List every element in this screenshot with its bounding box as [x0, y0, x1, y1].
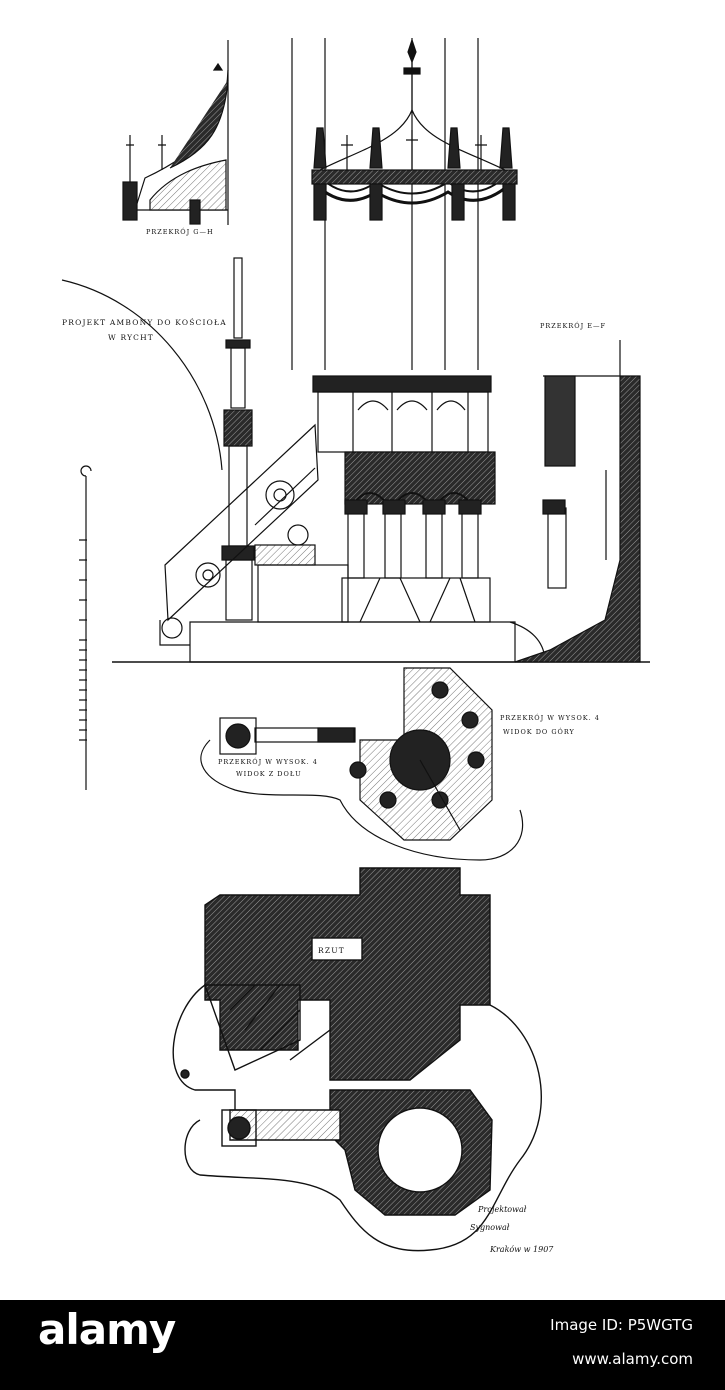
right-section-profile — [514, 340, 641, 663]
label-plan-top-right-2: WIDOK DO GÓRY — [503, 727, 575, 736]
image-id-label: Image ID: P5WGTG — [550, 1316, 693, 1334]
pulpit-elevation — [112, 257, 650, 663]
signature-line-3: Kraków w 1907 — [489, 1245, 554, 1254]
title-line-1: PROJEKT AMBONY DO KOŚCIOŁA — [62, 318, 227, 327]
label-right-section: PRZEKRÓJ E—F — [540, 321, 606, 330]
signature-line-1: Projektował — [477, 1205, 527, 1214]
label-rzut: RZUT — [318, 946, 345, 955]
church-arch-outline — [61, 279, 223, 471]
alamy-logo: alamy — [38, 1305, 176, 1354]
watermark-footer — [0, 1300, 725, 1390]
bottom-plan-rzut — [172, 867, 542, 1252]
label-plan-left-2: WIDOK Z DOŁU — [236, 770, 302, 778]
title-line-2: W RYCHT — [108, 333, 154, 342]
label-plan-top-right-1: PRZEKRÓJ W WYSOK. 4 — [500, 713, 600, 722]
signature-line-2: Sygnował — [470, 1223, 510, 1232]
canopy-front-elevation — [291, 38, 518, 370]
canopy-left-section — [122, 40, 229, 225]
middle-plan — [200, 667, 524, 861]
label-plan-left-1: PRZEKRÓJ W WYSOK. 4 — [218, 757, 318, 766]
label-top-section: PRZEKRÓJ G—H — [146, 227, 214, 236]
alamy-logo-text: alamy — [38, 1305, 176, 1354]
site-url-label: www.alamy.com — [572, 1350, 693, 1368]
scale-bar — [79, 465, 92, 790]
pulpit-drawing: PRZEKRÓJ G—H PROJEKT AMBONY DO KOŚCIOŁA … — [61, 38, 650, 1254]
